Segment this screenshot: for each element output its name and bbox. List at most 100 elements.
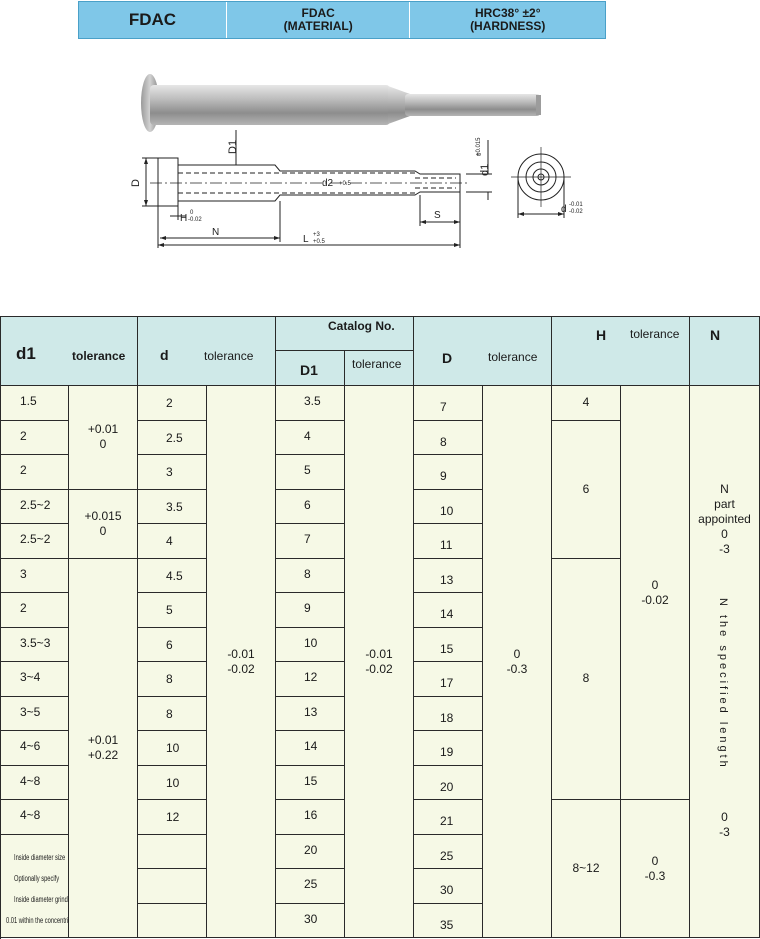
D-cell: 30 (414, 869, 483, 904)
H-group: 8~12 (552, 800, 621, 938)
D1-value: 16 (304, 808, 318, 822)
D-cell: 35 (414, 903, 483, 938)
label-d: d (561, 204, 567, 215)
d-value: 6 (166, 637, 173, 652)
d1-value: 3~5 (20, 704, 41, 719)
label-d1: d1 (479, 164, 491, 176)
D1-cell: 14 (276, 731, 345, 766)
D1-cell: 16 (276, 800, 345, 835)
D1-value: 12 (304, 670, 318, 684)
D1-cell: 4 (276, 420, 345, 455)
header-D1-tolerance: tolerance (345, 351, 414, 386)
D-value: 20 (440, 779, 454, 794)
tolerance-line: -0.02 (227, 661, 255, 676)
label-d2: d2 (322, 178, 334, 189)
N-tolerance-line: -3 (719, 825, 730, 839)
H-value: 6 (552, 421, 620, 558)
N-specified-length: N the specified length (717, 598, 729, 770)
d-tolerance-value: -0.01-0.02 (207, 386, 275, 937)
pin-photo (141, 74, 541, 132)
d-cell: 3 (138, 455, 207, 490)
tolerance-line: 4 (582, 395, 590, 410)
label-S: S (434, 210, 441, 221)
tolerance-line: +0.01 (87, 422, 119, 437)
d-cell: 2.5 (138, 420, 207, 455)
header-d: d (160, 347, 169, 363)
label-D1: D1 (227, 140, 239, 154)
label-d1-tol-top: +0.015 (476, 137, 482, 156)
d-cell: 8 (138, 662, 207, 697)
N-note-line: 0 (721, 527, 728, 541)
header-hardness: HRC38° ±2° (HARDNESS) (470, 6, 546, 33)
d-cell (138, 903, 207, 938)
spec-header: FDAC FDAC (MATERIAL) HRC38° ±2° (HARDNES… (78, 1, 606, 39)
N-note-line: N (720, 482, 729, 496)
tolerance-line: 8 (582, 671, 590, 686)
d-cell: 10 (138, 765, 207, 800)
d-value: 2 (166, 396, 173, 410)
d1-value: 2.5~2 (20, 532, 51, 546)
D1-cell: 6 (276, 489, 345, 524)
d1-cell: 3.5~3 (0, 627, 69, 662)
D-cell: 8 (414, 420, 483, 455)
technical-drawing (142, 130, 571, 248)
D1-value: 25 (304, 877, 318, 891)
d-cell (138, 834, 207, 869)
label-L-tol-bot: +0.5 (313, 239, 326, 245)
D-value: 11 (440, 538, 453, 552)
D-value: 18 (440, 710, 454, 725)
d1-cell: 4~6 (0, 731, 69, 766)
d1-value: 4~6 (20, 739, 41, 753)
d1-cell: 1.5 (0, 386, 69, 421)
D-cell: 15 (414, 627, 483, 662)
D1-cell: 3.5 (276, 386, 345, 421)
d1-value: 3.5~3 (20, 635, 51, 650)
N-note-line: -3 (719, 542, 730, 556)
D1-value: 7 (304, 532, 311, 546)
header-D-tolerance: tolerance (488, 350, 538, 364)
d-cell: 3.5 (138, 489, 207, 524)
D-value: 17 (440, 676, 454, 690)
H-value: 8~12 (552, 800, 620, 937)
d-value: 5 (166, 603, 173, 617)
header-material: FDAC (MATERIAL) (227, 2, 411, 38)
tolerance-line: 0 (99, 523, 107, 538)
D1-cell: 10 (276, 627, 345, 662)
label-H-tol-bot: -0.02 (188, 217, 202, 223)
D-value: 15 (440, 641, 454, 656)
D1-cell: 9 (276, 593, 345, 628)
tolerance-line: 6 (582, 481, 590, 496)
d-cell: 2 (138, 386, 207, 421)
header-D1: D1 (276, 351, 345, 386)
d1-note-line: Inside diameter grinding (14, 894, 76, 904)
d1-cell: 2.5~2 (0, 524, 69, 559)
H-tolerance-value: 0-0.02 (621, 386, 689, 799)
tolerance-line: +0.015 (84, 508, 122, 523)
tolerance-line: +0.22 (87, 747, 119, 762)
d-value: 3.5 (166, 499, 183, 514)
H-group: 6 (552, 420, 621, 559)
D-value: 19 (440, 745, 454, 759)
header-N-label: N (710, 327, 721, 343)
d1-cell: 3~4 (0, 662, 69, 697)
d-value: 8 (166, 706, 173, 721)
D1-value: 8 (304, 566, 311, 581)
tolerance-line: +0.01 (87, 732, 119, 747)
d-cell: 10 (138, 731, 207, 766)
header-H: H (596, 327, 607, 343)
d1-value: 4~8 (20, 808, 41, 822)
H-value: 8 (552, 559, 620, 800)
header-d-group: d tolerance (138, 316, 276, 386)
D-cell: 20 (414, 765, 483, 800)
H-group: 4 (552, 386, 621, 421)
H-tolerance-group: 0-0.02 (621, 386, 690, 800)
N-note-line: part (714, 497, 735, 511)
dimension-arrows (144, 158, 564, 247)
H-group: 8 (552, 558, 621, 800)
header-d-tolerance: tolerance (204, 349, 254, 363)
D1-cell: 20 (276, 834, 345, 869)
label-d-tol-bot: -0.02 (569, 209, 583, 215)
